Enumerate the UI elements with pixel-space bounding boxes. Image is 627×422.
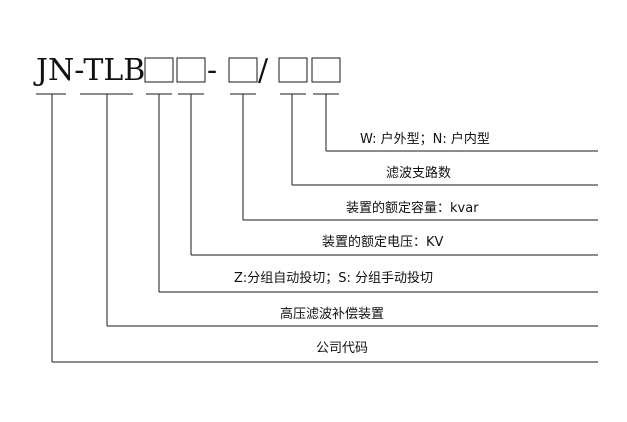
label-type: W: 户外型；N: 户内型 [360,131,490,147]
label-voltage: 装置的额定电压：KV [322,234,444,250]
label-branches: 滤波支路数 [386,165,451,181]
model-prefix: JN-TLB [33,53,145,88]
model-dash: - [207,53,217,88]
label-capacity: 装置的额定容量：kvar [346,200,479,216]
label-switching: Z:分组自动投切；S: 分组手动投切 [234,270,433,286]
placeholder-box-5 [311,57,341,83]
label-company: 公司代码 [316,341,368,356]
placeholder-box-1 [144,57,174,83]
model-slash: / [258,53,269,88]
placeholder-box-4 [278,57,308,83]
placeholder-box-3 [228,57,258,83]
label-device: 高压滤波补偿装置 [280,306,384,322]
placeholder-box-2 [176,57,206,83]
